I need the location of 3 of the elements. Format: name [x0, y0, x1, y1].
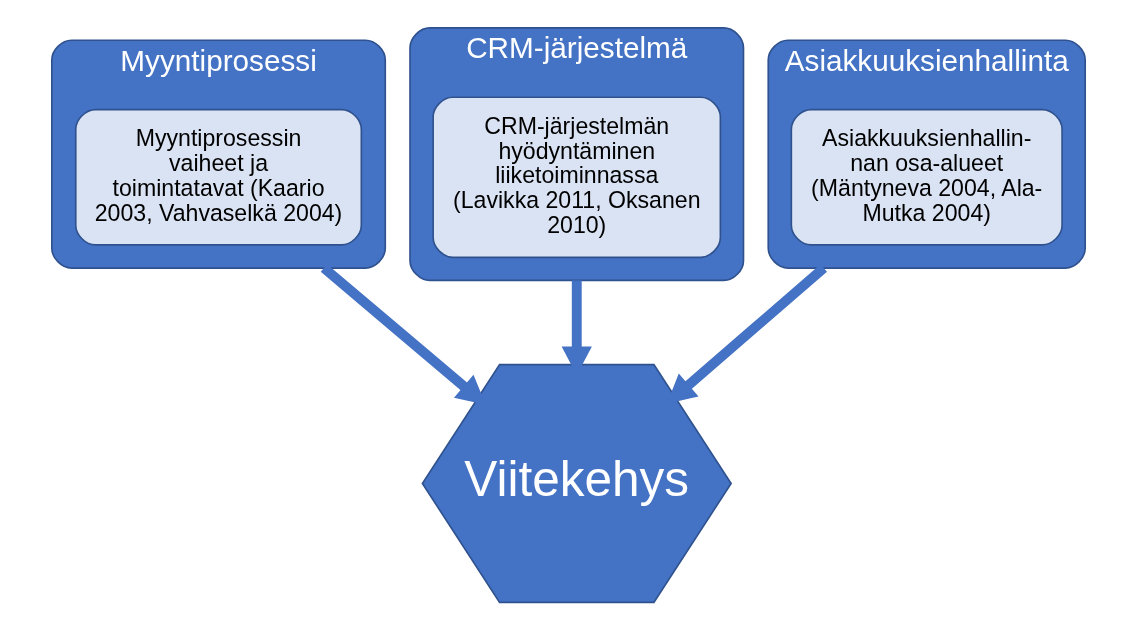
node-box: Asiakkuuksienhallin- nan osa-alueet (Mäntyneva 2004, Ala-Mutka 2004) — [790, 108, 1063, 246]
node-box: CRM-järjestelmän hyödyntäminen liiketoiminnassa (Lavikka 2011, Oksanen 2010) — [431, 96, 721, 259]
node-box: Myyntiprosessin vaiheet ja toimintatavat (Kaario 2003, Vahvaselkä 2004) — [74, 108, 362, 246]
